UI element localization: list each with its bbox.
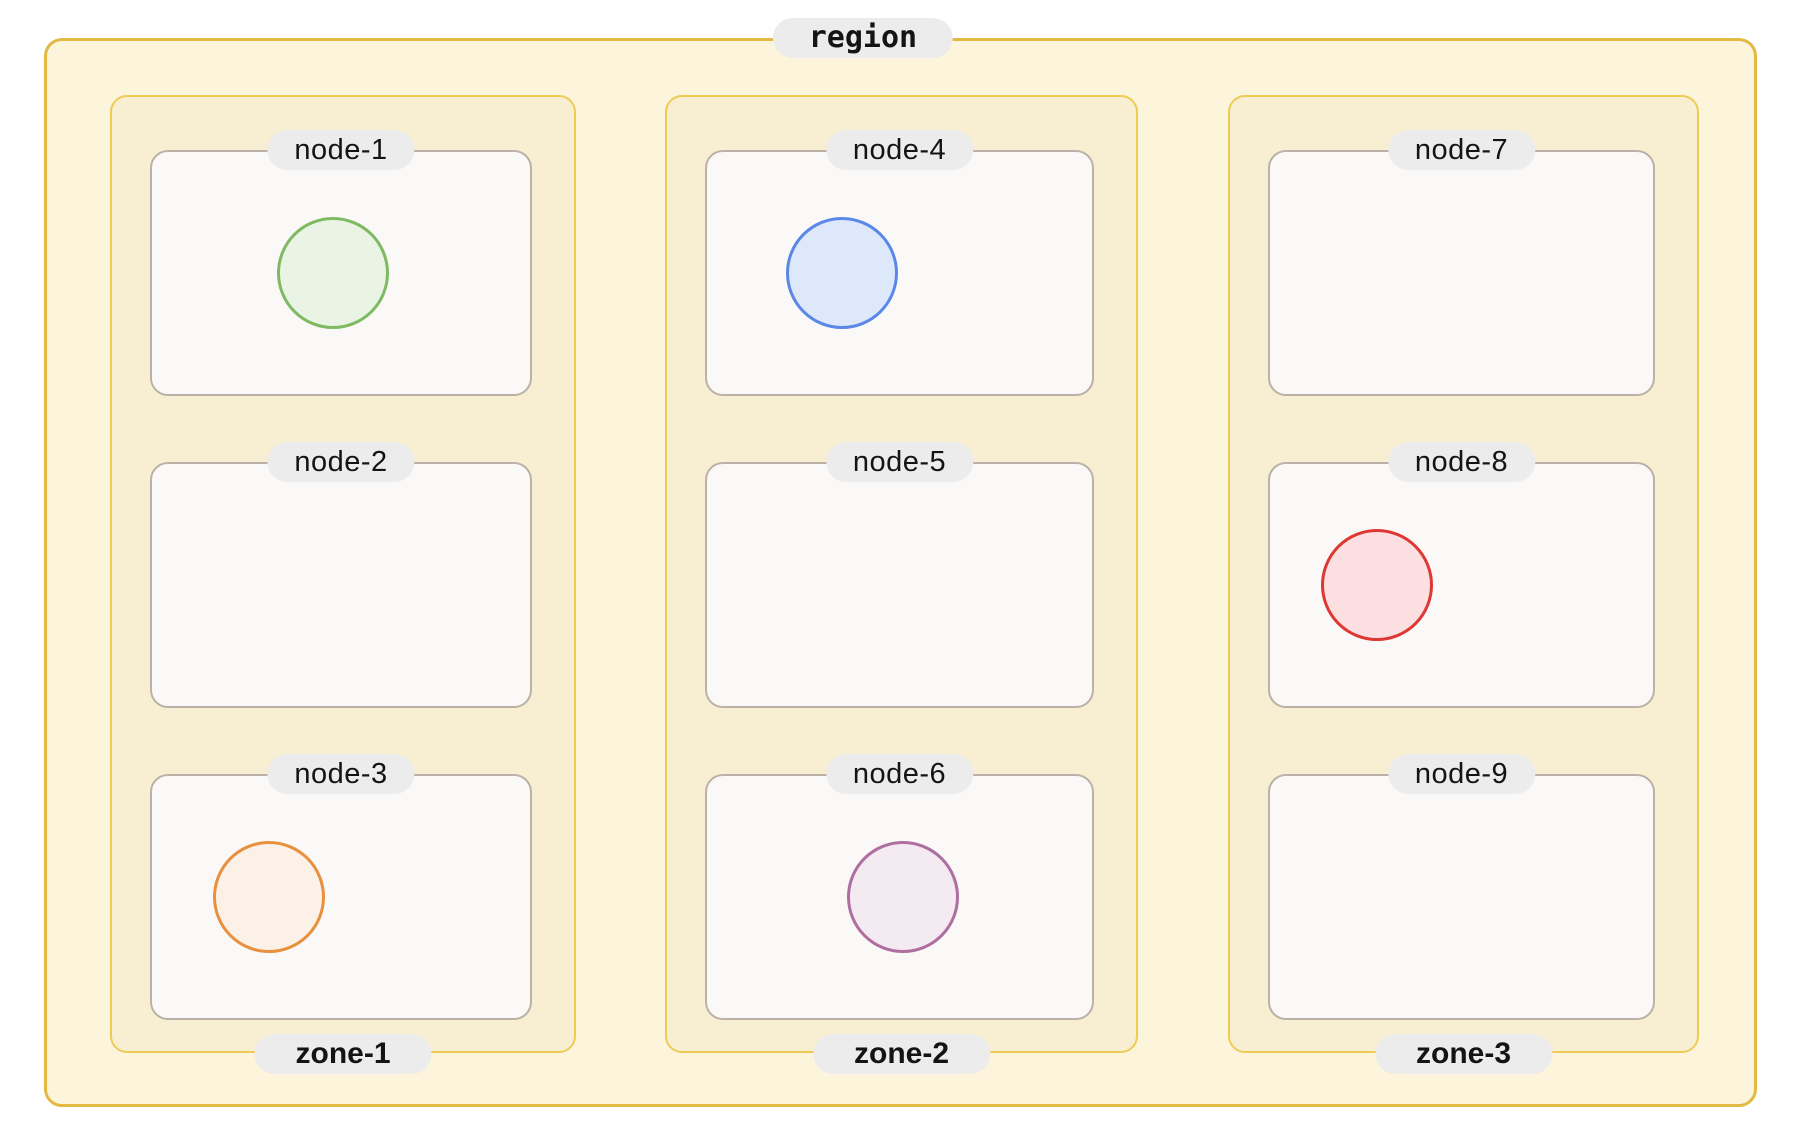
node-3-box: node-3 <box>150 754 532 1020</box>
zone-1-label: zone-1 <box>254 1034 432 1074</box>
node-8-disk-icon <box>1321 529 1434 641</box>
zone-3-label: zone-3 <box>1374 1034 1553 1074</box>
node-8-box: node-8 <box>1268 442 1655 708</box>
node-5-label: node-5 <box>825 442 974 482</box>
node-2-label: node-2 <box>267 442 415 482</box>
zone-2-label: zone-2 <box>812 1034 991 1074</box>
node-1-disk-icon <box>277 217 390 329</box>
node-3-disk-icon <box>213 841 326 953</box>
node-6-disk-icon <box>847 841 960 953</box>
node-6-label: node-6 <box>825 754 974 794</box>
node-1-box: node-1 <box>150 130 532 396</box>
node-9-label: node-9 <box>1387 754 1536 794</box>
node-9-box: node-9 <box>1268 754 1655 1020</box>
node-7-box: node-7 <box>1268 130 1655 396</box>
region-group: node-1 node-2 node-3 zone-1 node-4 node-… <box>44 18 1757 1107</box>
zone-3-group: node-7 node-8 node-9 zone-3 <box>1228 95 1699 1074</box>
node-5-box: node-5 <box>705 442 1094 708</box>
node-4-disk-icon <box>785 217 898 329</box>
region-label: region <box>772 18 954 58</box>
node-7-label: node-7 <box>1387 130 1536 170</box>
node-1-label: node-1 <box>267 130 415 170</box>
node-3-label: node-3 <box>267 754 415 794</box>
node-4-label: node-4 <box>825 130 974 170</box>
node-6-box: node-6 <box>705 754 1094 1020</box>
node-2-box: node-2 <box>150 442 532 708</box>
node-4-box: node-4 <box>705 130 1094 396</box>
zone-1-group: node-1 node-2 node-3 zone-1 <box>110 95 576 1074</box>
zone-2-group: node-4 node-5 node-6 zone-2 <box>665 95 1138 1074</box>
node-8-label: node-8 <box>1387 442 1536 482</box>
